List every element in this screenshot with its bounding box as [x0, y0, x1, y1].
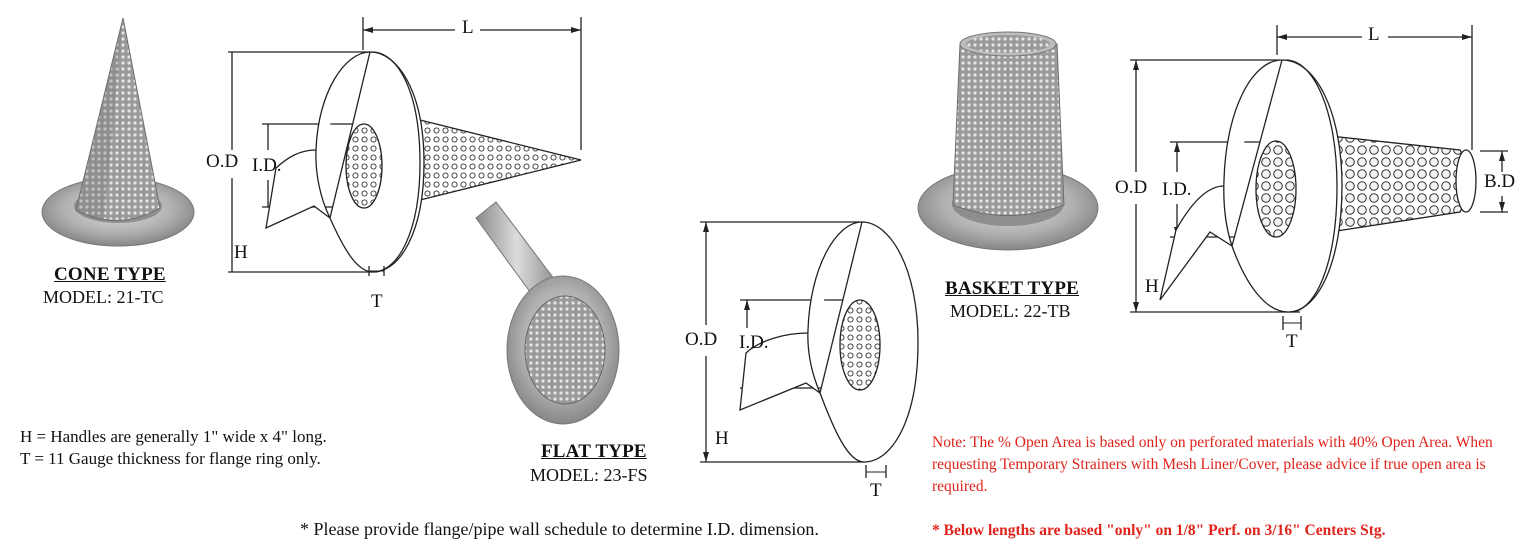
basket-bottom-diameter-label: B.D: [1484, 171, 1516, 192]
flat-dimension-drawing: [700, 221, 919, 478]
basket-model-number: MODEL: 22-TB: [950, 301, 1071, 321]
basket-handle-label: H: [1145, 276, 1159, 297]
flat-strainer-photo: [475, 201, 620, 425]
flat-outer-diameter-label: O.D: [685, 329, 718, 350]
open-area-note: Note: The % Open Area is based only on p…: [932, 434, 1493, 495]
cone-dimension-drawing: [228, 17, 582, 276]
cone-type-title: CONE TYPE: [54, 264, 166, 285]
perforation-lengths-note: * Below lengths are based "only" on 1/8"…: [932, 522, 1386, 539]
basket-inner-diameter-label: I.D.: [1162, 179, 1192, 200]
basket-thickness-label: T: [1286, 331, 1298, 352]
cone-handle-label: H: [234, 242, 248, 263]
basket-strainer-photo: [917, 31, 1099, 251]
flat-inner-diameter-label: I.D.: [739, 332, 769, 353]
flat-handle-label: H: [715, 428, 729, 449]
thickness-legend-line: T = 11 Gauge thickness for flange ring o…: [20, 449, 321, 468]
basket-type-title: BASKET TYPE: [945, 278, 1080, 299]
basket-length-label: L: [1368, 24, 1380, 45]
cone-strainer-photo: [41, 17, 195, 247]
basket-dimension-drawing: [1130, 25, 1508, 330]
cone-length-label: L: [462, 17, 474, 38]
flat-thickness-label: T: [870, 480, 882, 501]
cone-inner-diameter-label: I.D.: [252, 155, 282, 176]
flat-model-number: MODEL: 23-FS: [530, 465, 648, 485]
cone-model-number: MODEL: 21-TC: [43, 287, 164, 307]
cone-thickness-label: T: [371, 291, 383, 312]
flat-type-title: FLAT TYPE: [541, 441, 647, 462]
handle-legend-line: H = Handles are generally 1" wide x 4" l…: [20, 427, 327, 446]
flange-schedule-note: * Please provide flange/pipe wall schedu…: [300, 519, 819, 539]
cone-outer-diameter-label: O.D: [206, 151, 239, 172]
basket-outer-diameter-label: O.D: [1115, 177, 1148, 198]
